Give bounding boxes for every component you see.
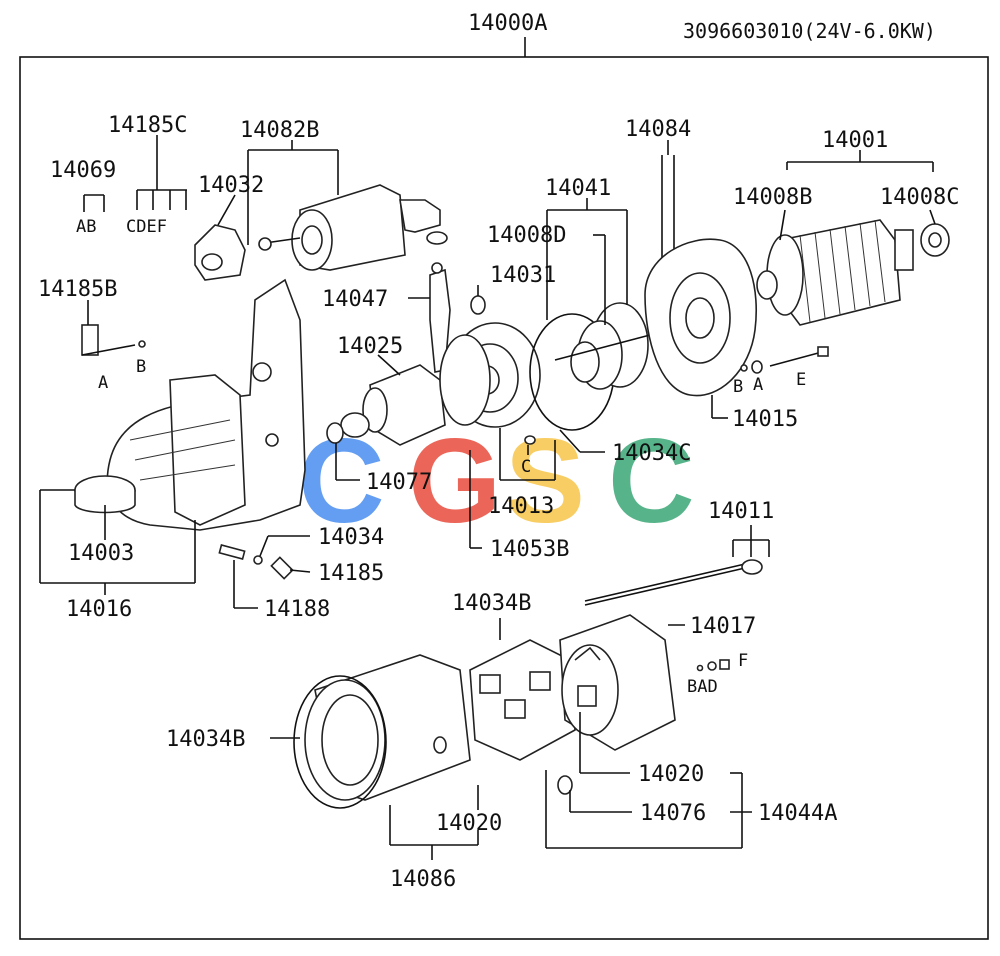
label-14034C-C: C [521,457,531,477]
bolt-14185B-drawing [81,324,146,356]
label-14053B: 14053B [490,537,569,562]
bearing-14008C-drawing [920,223,950,257]
label-14185C: 14185C [108,113,187,138]
label-14013: 14013 [488,494,554,519]
label-14001: 14001 [822,128,888,153]
watermark-letter-c2: C [608,414,695,548]
label-14008D: 14008D [487,223,566,248]
label-14047: 14047 [322,287,388,312]
label-14031: 14031 [490,263,556,288]
label-14034C: 14034C [612,441,691,466]
diagram-frame [19,56,989,940]
armature-14001-drawing [756,219,914,326]
label-14185B-A: A [98,373,108,393]
rear-cover-14017-drawing [559,614,730,751]
label-14015-E: E [796,370,806,390]
label-14188: 14188 [264,597,330,622]
label-14020-right: 14020 [638,762,704,787]
label-14084: 14084 [625,117,691,142]
label-14008C: 14008C [880,185,959,210]
label-14015-A: A [753,375,763,395]
pinion-14025-drawing [326,364,446,446]
label-14017-F: F [738,651,748,671]
lever-14032-drawing [194,224,246,281]
bolts-14015-drawing [740,346,829,374]
label-14011: 14011 [708,499,774,524]
label-14034B-left: 14034B [166,727,245,752]
watermark: C G S C [298,414,695,548]
label-14008B: 14008B [733,185,812,210]
label-14034B-top: 14034B [452,591,531,616]
label-14076: 14076 [640,801,706,826]
label-14020-bottom: 14020 [436,811,502,836]
watermark-letter-g: G [408,414,501,548]
label-14086: 14086 [390,867,456,892]
label-14069: 14069 [50,158,116,183]
yoke-14086-drawing [293,654,471,809]
watermark-letter-s: S [505,414,585,548]
label-14185B-B: B [136,357,146,377]
label-14041: 14041 [545,176,611,201]
bracket-14013-drawing [439,322,541,428]
solenoid-14082B-drawing [258,184,448,271]
label-14017: 14017 [690,614,756,639]
label-14003: 14003 [68,541,134,566]
label-14082B: 14082B [240,118,319,143]
part-14031-drawing [470,295,486,315]
label-14077: 14077 [366,470,432,495]
planetary-14041-drawing [554,302,651,390]
label-14185: 14185 [318,561,384,586]
assembly-number: 14000A [468,11,547,36]
label-14185C-sub: CDEF [126,217,167,237]
through-bolt-14011-drawing [584,559,763,606]
part-spec: 3096603010(24V-6.0KW) [683,19,936,43]
label-14025: 14025 [337,334,403,359]
label-14185B: 14185B [38,277,117,302]
gear-housing-14015-drawing [644,238,758,397]
label-14034: 14034 [318,525,384,550]
brush-holder-14044A-drawing [469,639,576,795]
label-14044A: 14044A [758,801,837,826]
drive-housing-drawing [74,278,306,531]
label-14032: 14032 [198,173,264,198]
part-labels: 14185C 14082B 14069 AB CDEF 14032 14185B… [38,113,959,892]
small-parts-drawing [218,544,294,580]
label-14017-BAD: BAD [687,677,718,697]
label-14015: 14015 [732,407,798,432]
label-14016: 14016 [66,597,132,622]
label-14015-B: B [733,377,743,397]
leader-lines [39,135,936,860]
label-14069-sub: AB [76,217,96,237]
